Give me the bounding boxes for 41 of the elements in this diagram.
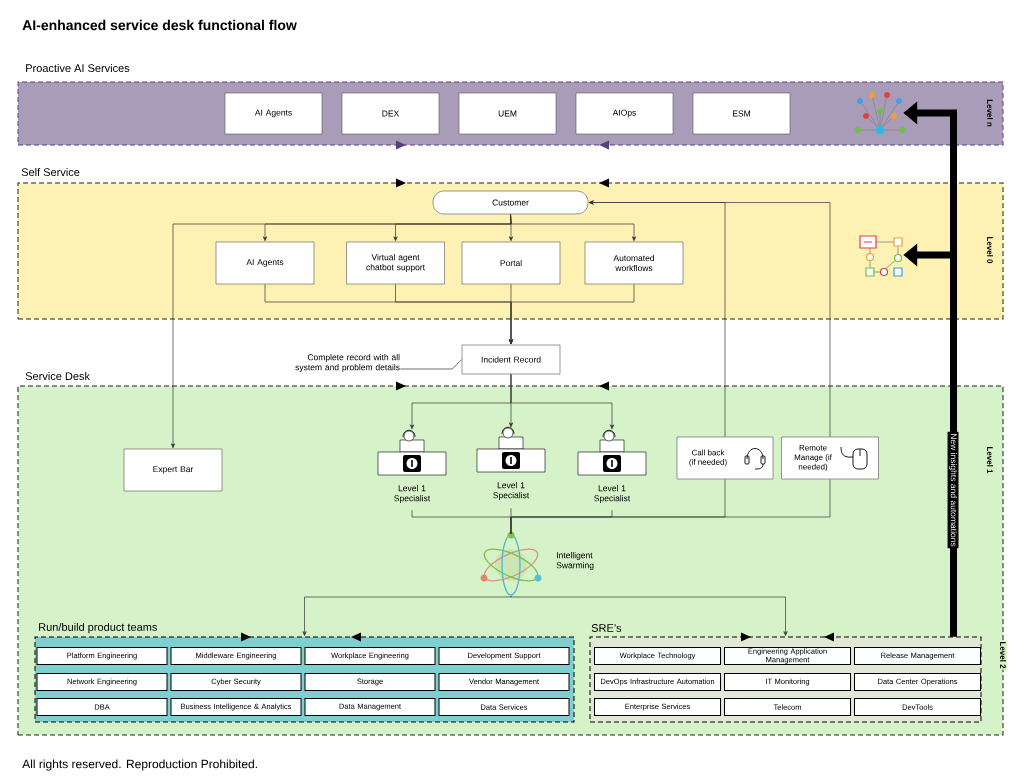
network-icon — [855, 92, 905, 135]
arrow — [510, 595, 788, 636]
workflow-icon — [859, 235, 903, 277]
terminal-pill: Customer — [432, 190, 589, 215]
footer-note: All rights reserved. Reproduction Prohibited. — [22, 759, 257, 771]
arrow — [510, 373, 615, 430]
process-box: AIOps — [575, 92, 674, 135]
specialist-label: Level 1 Specialist — [493, 482, 530, 500]
specialist-label: Level 1 Specialist — [594, 485, 631, 503]
level-label: Level 0 — [987, 236, 993, 264]
process-box: DEX — [341, 92, 440, 135]
arrow — [302, 595, 512, 636]
process-box: Virtual agent chatbot support — [346, 241, 445, 285]
icon-caption: Intelligent Swarming — [556, 552, 594, 570]
arrow — [508, 283, 635, 345]
group-heading: Run/build product teams — [39, 622, 157, 634]
annotation-text: Complete record with all system and problem details — [295, 354, 400, 372]
process-box: Remote Manage (if needed) — [781, 436, 879, 480]
band-heading: Proactive AI Services — [26, 63, 130, 73]
specialist-label: Level 1 Specialist — [394, 485, 431, 503]
process-box: Automated workflows — [584, 241, 684, 285]
level-label: Level n — [987, 99, 993, 127]
process-box: UEM — [458, 92, 557, 135]
process-box: Portal — [461, 241, 561, 285]
arrow — [588, 200, 831, 438]
edge-label: New insights and automations — [947, 431, 959, 549]
connector-line — [510, 478, 831, 535]
diagram-title: AI-enhanced service desk functional flow — [22, 19, 297, 31]
process-box: Incident Record — [461, 344, 561, 375]
arrow — [170, 213, 512, 449]
process-box: ESM — [692, 92, 791, 135]
process-box: Expert Bar — [123, 448, 223, 492]
leader-line — [399, 359, 463, 370]
group-heading: SRE’s — [591, 624, 622, 632]
process-box: Call back (if needed) — [676, 436, 774, 480]
band-heading: Self Service — [21, 167, 80, 177]
process-box: AI Agents — [215, 241, 315, 285]
level-label: Level 1 — [987, 446, 993, 474]
process-box: AI Agents — [224, 92, 323, 135]
level-label: Level 2 — [999, 640, 1007, 670]
band-heading: Service Desk — [25, 371, 90, 381]
